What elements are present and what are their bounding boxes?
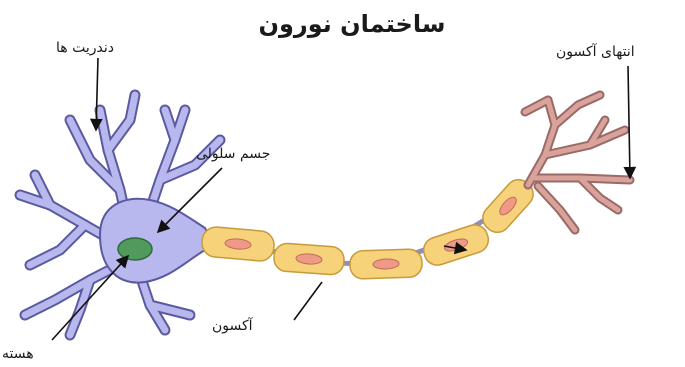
diagram-title: ساختمان نورون — [244, 10, 460, 38]
axon-terminal — [525, 95, 630, 230]
axon-pointer — [294, 282, 322, 320]
myelin-segment — [350, 249, 423, 279]
dendrites-label: دندریت ها — [56, 40, 114, 56]
nucleus-label: هسته — [2, 346, 34, 362]
axon-terminal-pointer — [628, 66, 630, 178]
myelin-segment — [420, 221, 491, 268]
myelin-segment — [273, 243, 345, 276]
myelin-sheaths — [201, 174, 539, 279]
axon-terminal-label: انتهای آکسون — [556, 44, 635, 60]
nucleus — [118, 238, 152, 260]
cell-body-label: جسم سلولی — [196, 146, 270, 162]
axon-label: آکسون — [212, 318, 253, 334]
myelin-segment — [201, 226, 275, 262]
